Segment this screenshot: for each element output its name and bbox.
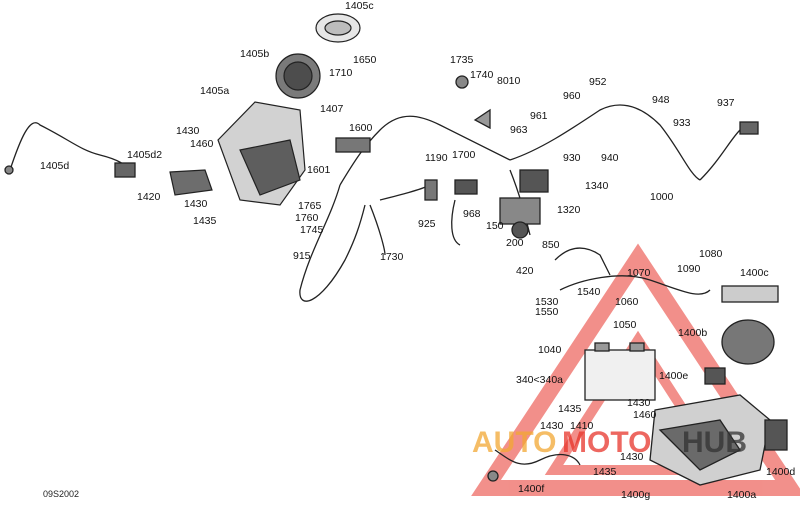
label-1745: 1745 [300, 224, 324, 236]
main-harness [299, 75, 759, 302]
label-948: 948 [652, 94, 670, 106]
label-940: 940 [601, 152, 619, 164]
label-1050: 1050 [613, 319, 637, 331]
label-1000: 1000 [650, 191, 674, 203]
label-952: 952 [589, 76, 607, 88]
svg-text:MOTO: MOTO [562, 426, 651, 459]
svg-text:AUTO: AUTO [472, 426, 556, 459]
label-1400c: 1400c [740, 267, 769, 279]
label-1070: 1070 [627, 267, 651, 279]
label-1090: 1090 [677, 263, 701, 275]
label-915: 915 [293, 250, 311, 262]
label-1700: 1700 [452, 149, 476, 161]
label-1430b: 1430 [184, 198, 208, 210]
label-1340: 1340 [585, 180, 609, 192]
label-8010: 8010 [497, 75, 521, 87]
label-1530: 1530 [535, 296, 559, 308]
lower-right-assembly [487, 247, 788, 486]
label-1760: 1760 [295, 212, 319, 224]
label-961: 961 [530, 110, 548, 122]
label-930: 930 [563, 152, 581, 164]
label-1420: 1420 [137, 191, 161, 203]
label-1460a: 1460 [190, 138, 214, 150]
gauge-housing [169, 13, 361, 206]
label-1040: 1040 [538, 344, 562, 356]
label-963: 963 [510, 124, 528, 136]
label-1765: 1765 [298, 200, 322, 212]
label-1405b: 1405b [240, 48, 269, 60]
label-1405c: 1405c [345, 0, 374, 12]
label-1400e: 1400e [659, 370, 688, 382]
svg-text:HUB: HUB [682, 426, 747, 459]
label-1400a: 1400a [727, 489, 756, 501]
label-1435c: 1435 [593, 466, 617, 478]
label-1405a: 1405a [200, 85, 229, 97]
label-1430c: 1430 [627, 397, 651, 409]
label-968: 968 [463, 208, 481, 220]
label-933: 933 [673, 117, 691, 129]
label-1650: 1650 [353, 54, 377, 66]
label-1430a: 1430 [176, 125, 200, 137]
watermark-text: AUTO MOTO HUB [472, 426, 747, 459]
label-937: 937 [717, 97, 735, 109]
label-200: 200 [506, 237, 524, 249]
label-1460b: 1460 [633, 409, 657, 421]
label-1435b: 1435 [558, 403, 582, 415]
label-1190: 1190 [425, 152, 448, 164]
label-1710: 1710 [329, 67, 353, 79]
label-1400g: 1400g [621, 489, 650, 501]
label-1740: 1740 [470, 69, 494, 81]
label-1550: 1550 [535, 306, 559, 318]
label-1400d: 1400d [766, 466, 795, 478]
label-1410: 1410 [570, 420, 594, 432]
label-1080: 1080 [699, 248, 723, 260]
callout-labels: 1405c 1405b 1650 1710 1405a 1407 1600 14… [40, 0, 795, 501]
label-1435a: 1435 [193, 215, 217, 227]
label-340-340a: 340<340a [516, 374, 563, 386]
label-1320: 1320 [557, 204, 581, 216]
label-1430e: 1430 [620, 451, 644, 463]
label-960: 960 [563, 90, 581, 102]
label-1430d: 1430 [540, 420, 564, 432]
label-1600: 1600 [349, 122, 373, 134]
label-1400f: 1400f [518, 483, 544, 495]
label-1540: 1540 [577, 286, 601, 298]
label-420: 420 [516, 265, 534, 277]
label-1730: 1730 [380, 251, 404, 263]
figure-code: 09S2002 [43, 489, 79, 499]
label-1405d2: 1405d2 [127, 149, 162, 161]
sensor-wire-left [4, 122, 136, 178]
label-925: 925 [418, 218, 436, 230]
label-150: 150 [486, 220, 504, 232]
label-1400b: 1400b [678, 327, 707, 339]
label-1407: 1407 [320, 103, 344, 115]
label-1735: 1735 [450, 54, 474, 66]
label-1405d: 1405d [40, 160, 69, 172]
label-1060: 1060 [615, 296, 639, 308]
label-850: 850 [542, 239, 560, 251]
label-1601: 1601 [307, 164, 331, 176]
